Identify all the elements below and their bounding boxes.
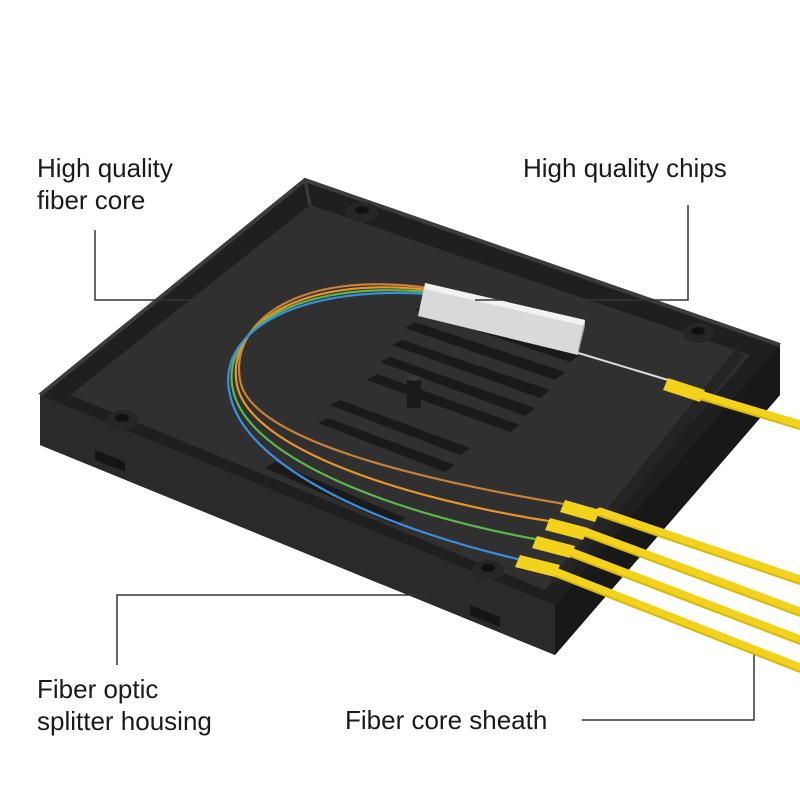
screw-post	[682, 323, 714, 343]
chips-leader	[475, 205, 689, 301]
screw-post	[106, 410, 138, 430]
housing-front-face	[40, 395, 555, 655]
housing-feet	[95, 450, 500, 627]
fiber-connectors	[515, 378, 705, 577]
sheath-label: Fiber core sheath	[345, 705, 548, 735]
plc-chip	[418, 283, 585, 355]
leader-lines	[94, 205, 755, 721]
sheath-leader	[582, 655, 755, 721]
fiber-bundle	[227, 283, 669, 562]
housing-right-face	[555, 345, 780, 655]
sheath-cable	[550, 390, 800, 673]
housing-leader	[116, 594, 430, 665]
chips-label: High quality chips	[523, 153, 727, 183]
fiber-core-label: High quality fiber core	[37, 153, 173, 215]
inner-partition-wall	[550, 350, 745, 585]
fiber-core-leader	[94, 230, 280, 301]
housing-label: Fiber optic splitter housing	[37, 674, 212, 736]
screw-post	[472, 560, 504, 580]
screw-post	[346, 202, 378, 222]
